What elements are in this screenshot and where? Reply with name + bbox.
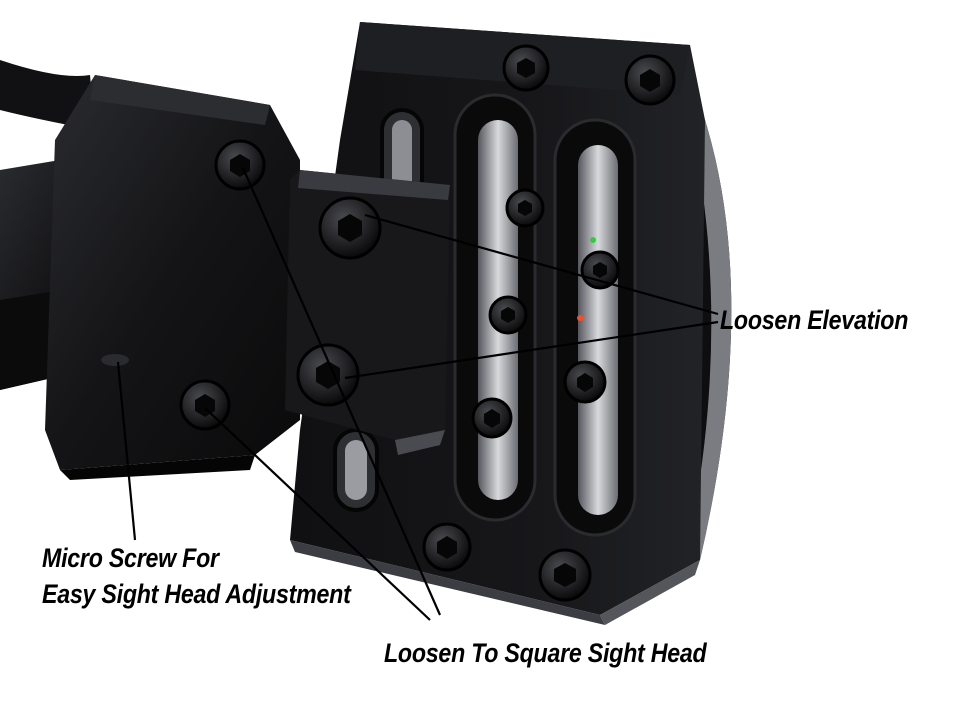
hex-socket-screw-icon	[624, 54, 676, 106]
hex-socket-screw-icon	[538, 548, 592, 602]
leader-line-square-upper	[241, 167, 442, 616]
hex-socket-screw-icon	[214, 139, 266, 191]
hex-socket-screw-icon	[179, 379, 231, 431]
micro-screw-icon	[101, 354, 129, 366]
hex-socket-screw-icon	[580, 250, 620, 290]
mounting-block	[45, 75, 300, 480]
callout-loosen-square: Loosen To Square Sight Head	[384, 638, 707, 668]
leader-line-elevation-upper	[364, 213, 719, 316]
block-screws	[101, 139, 382, 431]
leader-line-square-lower	[204, 407, 431, 621]
leader-lines	[116, 167, 719, 621]
hex-socket-screw-icon	[318, 196, 382, 260]
plate-screws	[422, 44, 676, 602]
callout-micro-screw: Micro Screw For Easy Sight Head Adjustme…	[42, 540, 351, 612]
leader-line-micro-screw	[116, 361, 137, 541]
callout-loosen-elevation: Loosen Elevation	[720, 305, 909, 335]
leader-line-elevation-lower	[344, 320, 719, 380]
callout-micro-screw-line-1: Micro Screw For	[42, 543, 219, 573]
hex-socket-screw-icon	[505, 188, 545, 228]
hex-socket-screw-icon	[563, 360, 607, 404]
hex-socket-screw-icon	[502, 44, 550, 92]
hex-socket-screw-icon	[296, 343, 360, 407]
hex-socket-screw-icon	[422, 522, 472, 572]
hex-socket-screw-icon	[488, 295, 528, 335]
callout-micro-screw-line-2: Easy Sight Head Adjustment	[42, 579, 351, 609]
hex-socket-screw-icon	[471, 397, 513, 439]
